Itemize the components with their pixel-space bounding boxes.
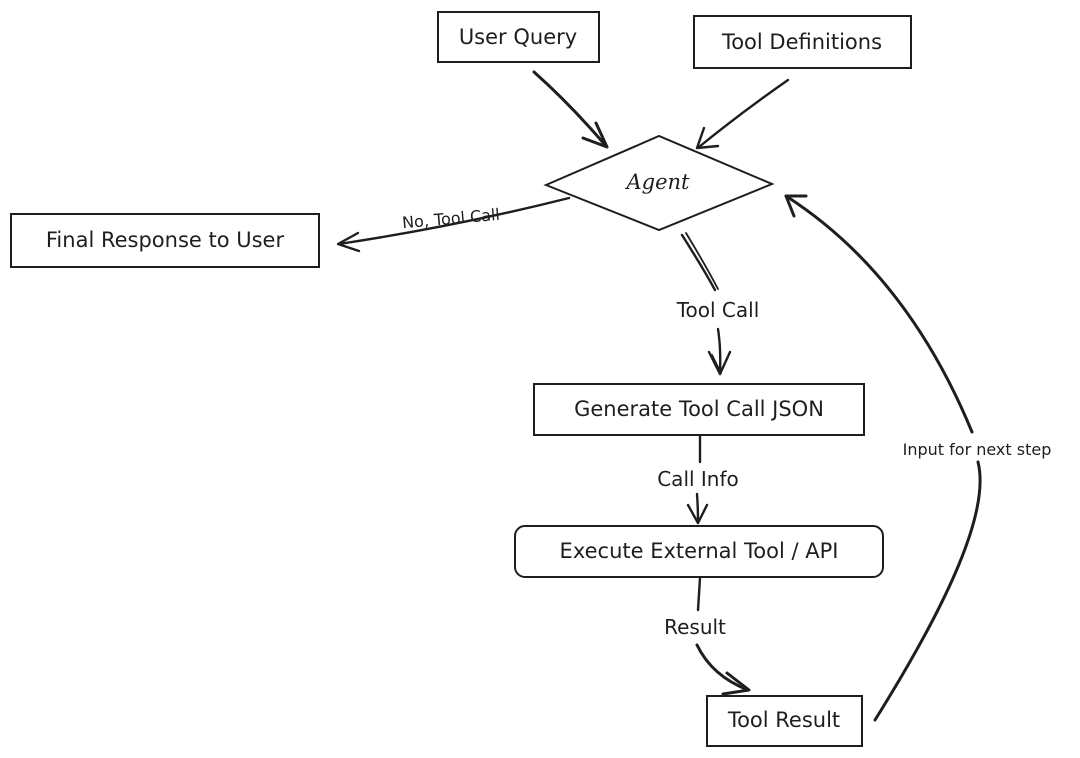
node-user-query[interactable]: User Query	[437, 11, 600, 63]
edge-label-result: Result	[664, 615, 726, 639]
edge-user-query-to-agent	[532, 70, 609, 149]
node-agent[interactable]: Agent	[543, 134, 775, 232]
node-tool-result-label: Tool Result	[727, 708, 840, 732]
edge-label-no-tool-call-text: No, Tool Call	[401, 205, 500, 232]
edge-tool-result-to-agent	[784, 194, 982, 722]
edge-label-input-next-step: Input for next step	[903, 440, 1052, 459]
node-agent-label: Agent	[625, 170, 691, 194]
edge-label-input-next-step-text: Input for next step	[903, 440, 1052, 459]
edge-label-call-info: Call Info	[657, 467, 739, 491]
edge-label-no-tool-call: No, Tool Call	[401, 205, 500, 232]
edge-agent-to-generate-json	[680, 232, 732, 376]
edge-label-tool-call-text: Tool Call	[676, 298, 760, 322]
node-final-response-label: Final Response to User	[46, 228, 285, 252]
node-tool-result[interactable]: Tool Result	[706, 695, 863, 747]
node-final-response[interactable]: Final Response to User	[10, 213, 320, 268]
node-user-query-label: User Query	[459, 25, 577, 49]
node-tool-definitions[interactable]: Tool Definitions	[693, 15, 912, 69]
node-execute-tool-label: Execute External Tool / API	[560, 539, 839, 563]
edge-generate-json-to-execute-tool	[686, 434, 709, 525]
edge-label-tool-call: Tool Call	[676, 298, 760, 322]
node-tool-definitions-label: Tool Definitions	[721, 30, 882, 54]
node-generate-json-label: Generate Tool Call JSON	[574, 397, 824, 421]
edge-execute-tool-to-tool-result	[695, 576, 751, 696]
edge-label-result-text: Result	[664, 615, 726, 639]
edge-agent-to-final-response	[336, 196, 571, 253]
node-execute-tool[interactable]: Execute External Tool / API	[514, 525, 884, 578]
edge-tool-definitions-to-agent	[695, 78, 790, 150]
edge-label-call-info-text: Call Info	[657, 467, 739, 491]
node-generate-json[interactable]: Generate Tool Call JSON	[533, 383, 865, 436]
